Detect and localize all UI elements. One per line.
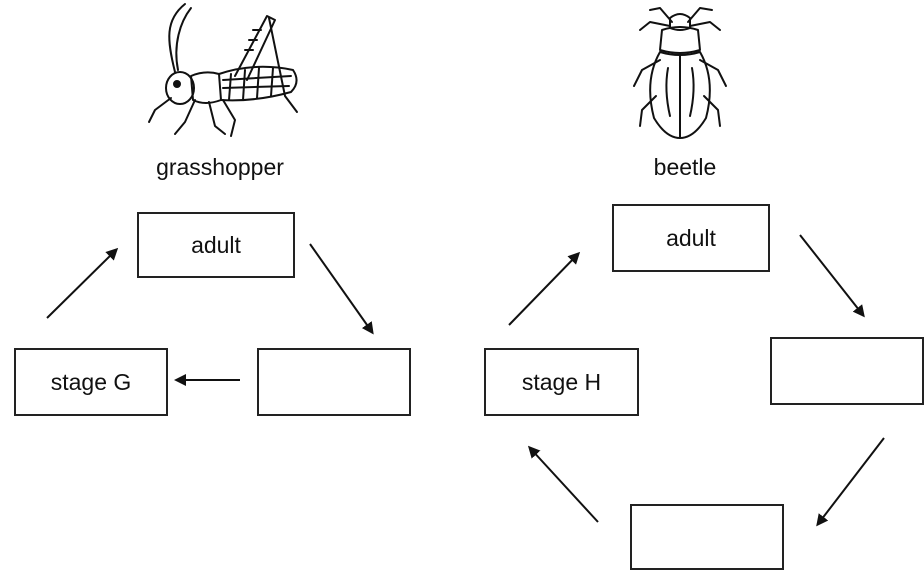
arrow-adult-to-right-blank [799,234,865,318]
grasshopper-icon [148,3,298,137]
arrow-adult-to-blank [309,243,374,335]
arrow-stage-h-to-adult [508,251,581,326]
beetle-stage-h-box: stage H [484,348,639,416]
beetle-adult-box: adult [612,204,770,272]
grasshopper-adult-box: adult [137,212,295,278]
arrow-stage-g-to-adult [46,247,119,319]
grasshopper-blank-box [257,348,411,416]
arrow-bottom-to-stage-h [527,445,599,523]
grasshopper-stage-g-box: stage G [14,348,168,416]
beetle-icon [633,7,727,139]
beetle-blank-box-bottom [630,504,784,570]
beetle-blank-box-right [770,337,924,405]
grasshopper-label: grasshopper [156,154,284,180]
arrow-right-to-bottom-blank [816,437,885,527]
beetle-label: beetle [653,154,717,180]
